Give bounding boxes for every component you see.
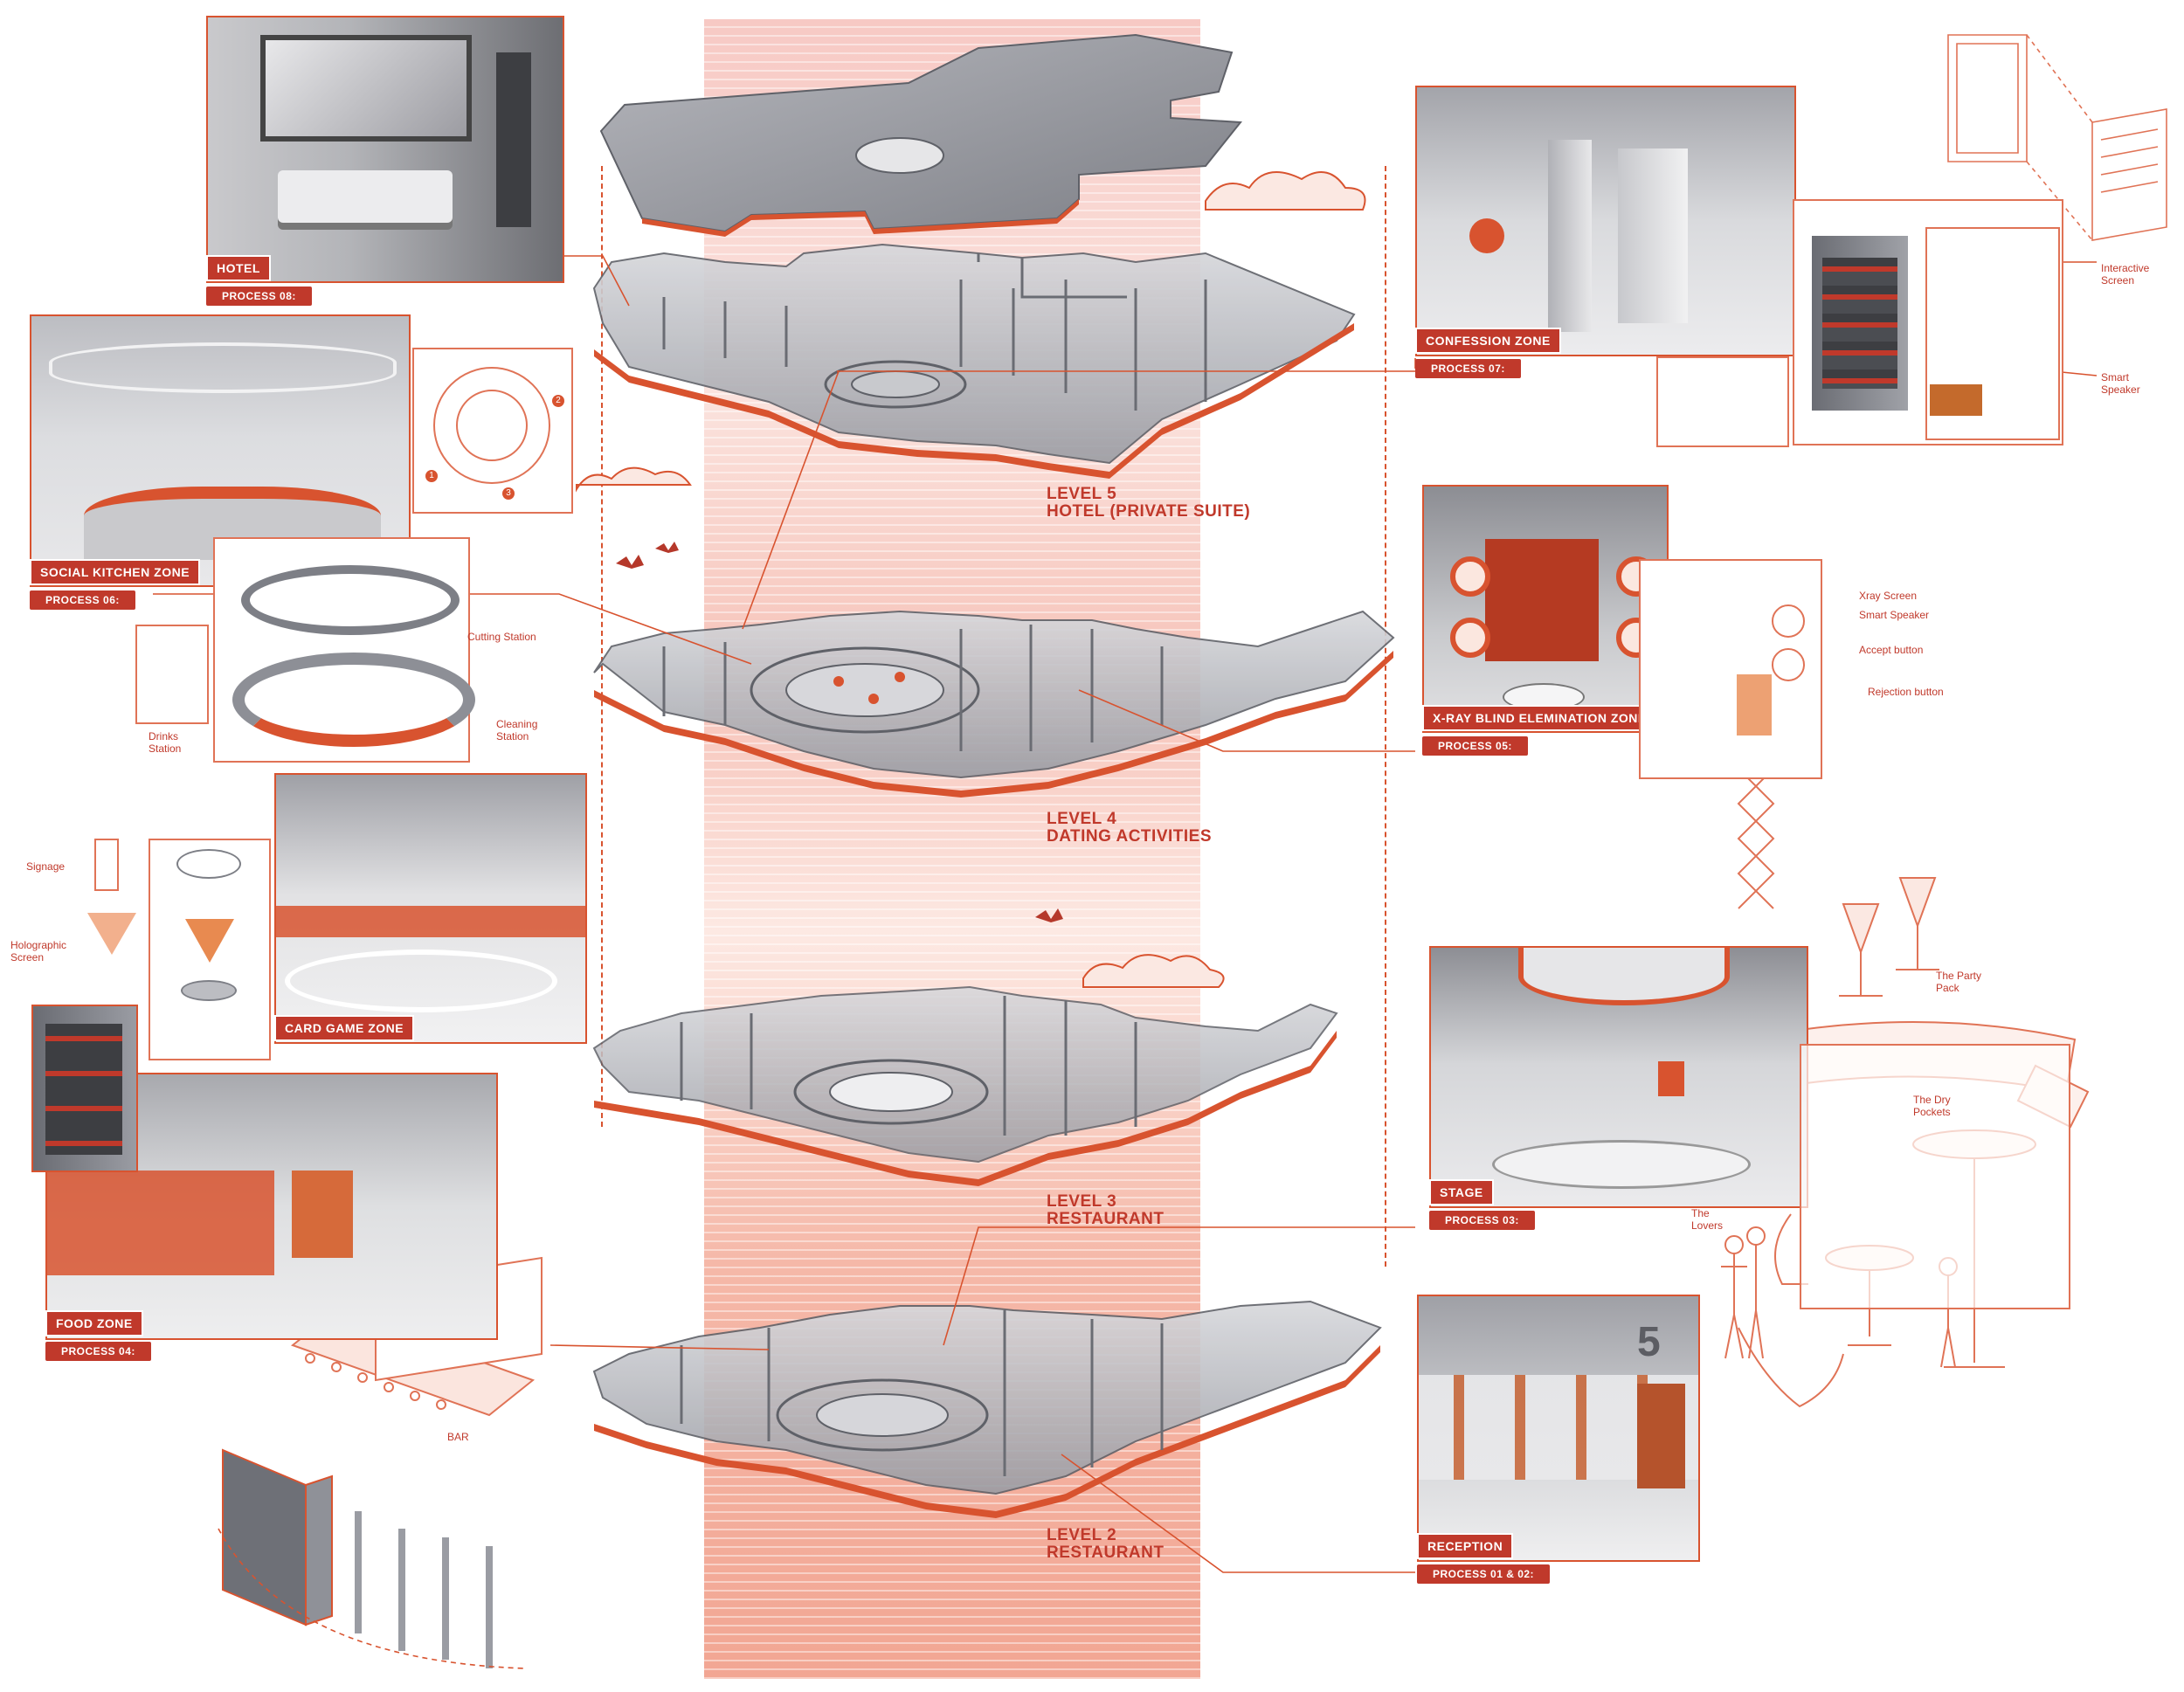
- signage-sketch: [94, 839, 119, 891]
- label-cutting-station: Cutting Station: [467, 631, 536, 643]
- xray-booth-detail: [1639, 559, 1822, 779]
- level-5-floor: [592, 243, 1356, 479]
- zone-label-hotel: HOTEL: [206, 255, 271, 281]
- confession-booth-detail: [1793, 199, 2063, 445]
- zone-label-card-game: CARD GAME ZONE: [274, 1015, 415, 1041]
- label-xray-screen: Xray Screen: [1859, 590, 1918, 602]
- label-signage: Signage: [26, 860, 66, 873]
- process-08-tag: PROCESS 08:: [206, 287, 312, 306]
- kitchen-plan-sketch: [412, 348, 573, 514]
- round-window: [1469, 218, 1504, 253]
- process-04-tag: PROCESS 04:: [45, 1342, 151, 1361]
- game-table-ring: [285, 950, 557, 1012]
- process-05-tag: PROCESS 05:: [1422, 736, 1528, 756]
- room-number-5: 5: [1637, 1319, 1661, 1365]
- zone-label-confession: CONFESSION ZONE: [1415, 328, 1561, 354]
- stage-render: [1429, 946, 1808, 1208]
- level-4-floor: [593, 610, 1395, 798]
- stage-banner: [1658, 1061, 1684, 1096]
- label-rejection-button: Rejection button: [1868, 686, 1944, 698]
- reception-render: 5: [1417, 1295, 1700, 1562]
- plan-marker-2: 2: [552, 395, 564, 407]
- process-07-tag: PROCESS 07:: [1415, 359, 1521, 378]
- drinks-station-sketch: [135, 625, 209, 724]
- label-smart-speaker: Smart Speaker: [2101, 371, 2140, 396]
- label-smart-speaker-xray: Smart Speaker: [1859, 609, 1930, 621]
- stage-ceiling-ring: [1518, 948, 1730, 1005]
- zone-label-food: FOOD ZONE: [45, 1310, 143, 1336]
- seat-block: [1930, 384, 1982, 416]
- label-holographic-screen: Holographic Screen: [10, 939, 67, 963]
- clouds: [576, 171, 1366, 988]
- process-03-tag: PROCESS 03:: [1429, 1211, 1535, 1230]
- stage-platform: [1492, 1140, 1751, 1189]
- zone-label-reception: RECEPTION: [1417, 1533, 1514, 1559]
- orange-wall-band: [276, 906, 585, 937]
- xray-screen-wall: [1485, 539, 1599, 661]
- birds: [616, 542, 1063, 922]
- party-zone-sketch-frame: [1800, 1044, 2070, 1309]
- dashed-guide-left: [601, 166, 603, 1127]
- partition-panel: [1548, 140, 1592, 332]
- label-cleaning-station: Cleaning Station: [496, 718, 538, 742]
- display-shelf: [292, 1171, 353, 1258]
- zone-label-stage: STAGE: [1429, 1179, 1494, 1205]
- fridge-sketch: [31, 1005, 138, 1172]
- hotel-render: [206, 16, 564, 283]
- roof-slab: [599, 33, 1242, 237]
- dashed-guide-right: [1385, 166, 1386, 1267]
- label-accept-button: Accept button: [1859, 644, 1924, 656]
- level-2-floor: [592, 1300, 1382, 1518]
- zone-label-xray: X-RAY BLIND ELEMINATION ZONE: [1422, 705, 1657, 731]
- level-3-floor: [592, 985, 1338, 1186]
- wardrobe-sketch: [1947, 34, 2167, 241]
- label-interactive-screen: Interactive Screen: [2101, 262, 2150, 287]
- label-dry-pockets: The Dry Pockets: [1913, 1094, 1951, 1118]
- zone-label-social-kitchen: SOCIAL KITCHEN ZONE: [30, 559, 201, 585]
- process-06-tag: PROCESS 06:: [30, 590, 135, 610]
- ceiling-ring: [49, 342, 397, 393]
- label-bar: BAR: [447, 1431, 469, 1443]
- reception-display: [1637, 1384, 1685, 1488]
- xray-zone-render: [1422, 485, 1669, 733]
- label-party-pack: The Party Pack: [1936, 970, 1982, 994]
- confession-plan-sketch: [1656, 356, 1789, 447]
- plan-marker-1: 1: [425, 470, 438, 482]
- card-game-render: [274, 773, 587, 1044]
- wall-panel: [496, 52, 531, 227]
- kitchen-exploded-detail: [213, 537, 475, 763]
- partition-panel-2: [1618, 148, 1688, 323]
- orange-counter-wall: [47, 1171, 274, 1275]
- label-lovers: The Lovers: [1691, 1207, 1724, 1232]
- label-drinks-station: Drinks Station: [149, 730, 182, 755]
- plan-marker-3: 3: [502, 487, 515, 500]
- confession-zone-render: [1415, 86, 1796, 356]
- card-game-fixture-sketch: [149, 839, 271, 1060]
- holographic-screen-sketch: [87, 913, 136, 955]
- process-01-02-tag: PROCESS 01 & 02:: [1417, 1564, 1551, 1584]
- bed: [278, 170, 453, 223]
- wall-artwork: [260, 35, 472, 142]
- exploded-partitions: [218, 1448, 525, 1669]
